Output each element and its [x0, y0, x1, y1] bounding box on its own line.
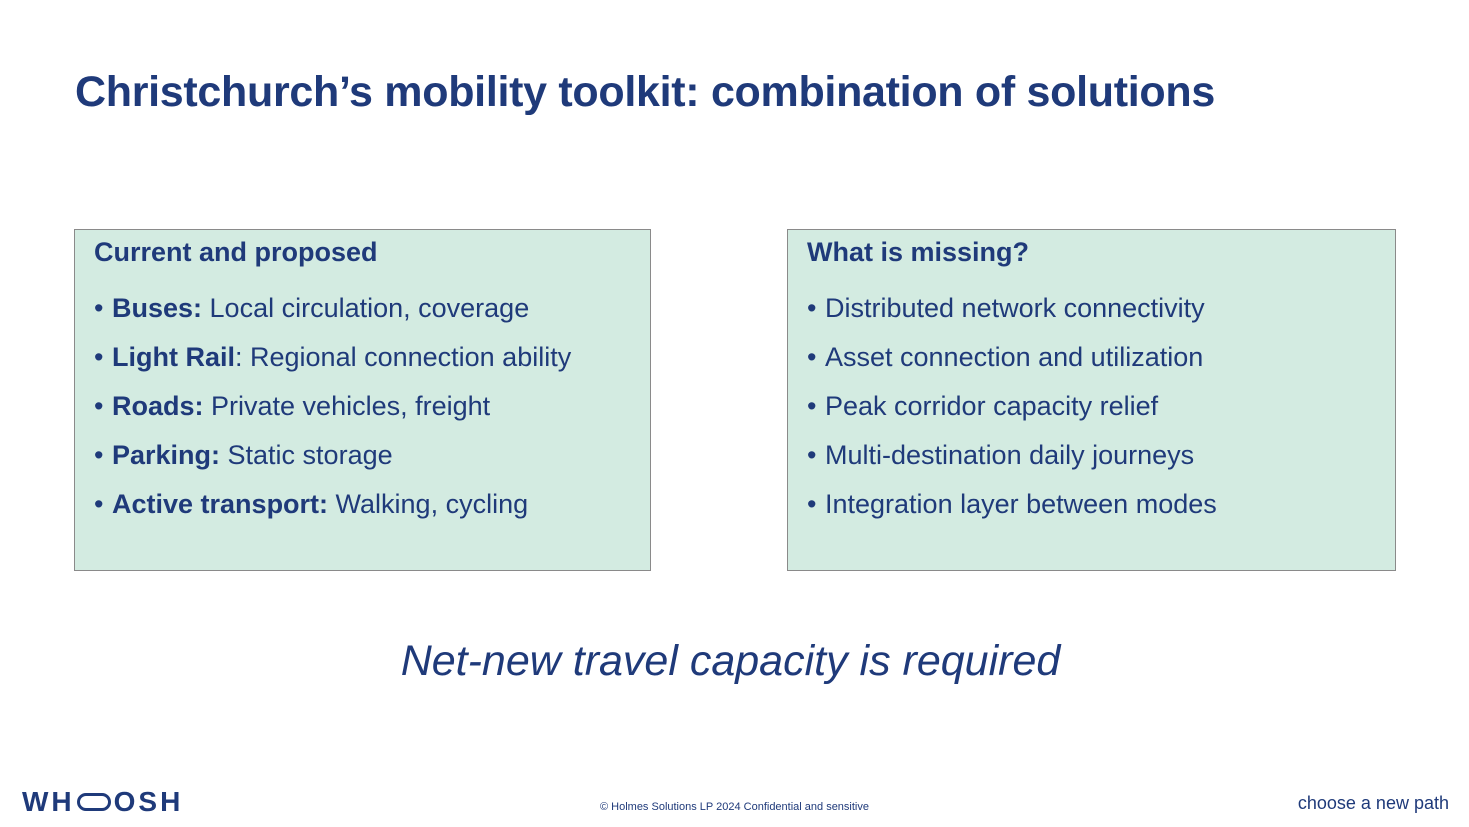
item-label: Light Rail [112, 342, 235, 372]
list-item: • Buses: Local circulation, coverage [94, 284, 571, 333]
item-label: Parking: [112, 440, 221, 470]
current-and-proposed-panel: Current and proposed • Buses: Local circu… [74, 229, 651, 571]
item-label: Roads: [112, 391, 204, 421]
panel-heading: Current and proposed [94, 237, 378, 267]
slide-title: Christchurch’s mobility toolkit: combina… [75, 68, 1215, 116]
tagline-text: Net-new travel capacity is required [400, 637, 1061, 685]
copyright-notice: © Holmes Solutions LP 2024 Confidential … [599, 801, 869, 813]
item-text: Multi-destination daily journeys [825, 440, 1195, 470]
item-description: Local circulation, coverage [202, 293, 530, 323]
bullet-icon: • [807, 489, 817, 519]
list-item: • Distributed network connectivity [807, 284, 1217, 333]
panel-heading: What is missing? [807, 237, 1030, 267]
bullet-icon: • [94, 440, 104, 470]
stadium-shaped-o-icon [76, 793, 111, 811]
list-item: • Light Rail: Regional connection ability [94, 333, 571, 382]
bullet-icon: • [94, 391, 104, 421]
list-item: • Roads: Private vehicles, freight [94, 382, 571, 431]
item-description: Static storage [220, 440, 393, 470]
item-description: Walking, cycling [328, 489, 529, 519]
list-item: • Peak corridor capacity relief [807, 382, 1217, 431]
bullet-icon: • [807, 342, 817, 372]
bullet-icon: • [807, 440, 817, 470]
item-text: Peak corridor capacity relief [825, 391, 1159, 421]
slogan: choose a new path [1297, 793, 1449, 813]
tagline: Net-new travel capacity is required [0, 637, 1469, 686]
item-label: Active transport: [112, 489, 329, 519]
list-item: • Parking: Static storage [94, 431, 571, 480]
current-solutions-list: • Buses: Local circulation, coverage • Lig… [94, 284, 571, 529]
item-text: Asset connection and utilization [825, 342, 1204, 372]
bullet-icon: • [807, 293, 817, 323]
list-item: • Integration layer between modes [807, 480, 1217, 529]
item-text: Distributed network connectivity [825, 293, 1205, 323]
bullet-icon: • [94, 489, 104, 519]
item-text: Integration layer between modes [825, 489, 1217, 519]
bullet-icon: • [94, 342, 104, 372]
list-item: • Multi-destination daily journeys [807, 431, 1217, 480]
item-label: Buses: [112, 293, 203, 323]
what-is-missing-panel: What is missing? • Distributed network co… [787, 229, 1396, 571]
bullet-icon: • [94, 293, 104, 323]
whoosh-logo: WH OSH [22, 786, 183, 818]
logo-text-suffix: OSH [113, 786, 184, 817]
missing-items-list: • Distributed network connectivity • Asset… [807, 284, 1217, 529]
item-description: : Regional connection ability [235, 342, 572, 372]
bullet-icon: • [807, 391, 817, 421]
item-description: Private vehicles, freight [203, 391, 491, 421]
list-item: • Asset connection and utilization [807, 333, 1217, 382]
list-item: • Active transport: Walking, cycling [94, 480, 571, 529]
logo-text-prefix: WH [22, 786, 75, 817]
